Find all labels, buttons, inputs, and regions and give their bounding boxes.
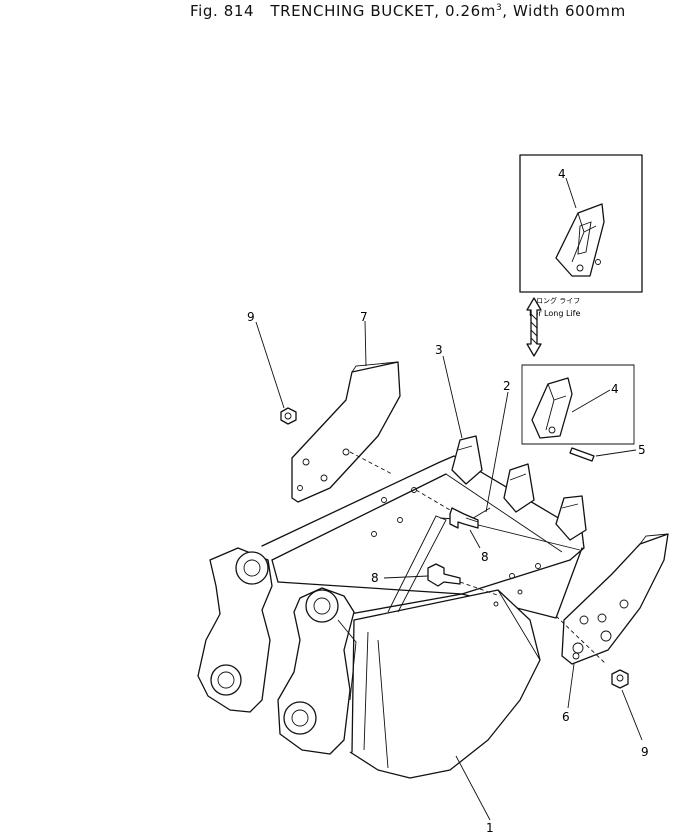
interchange-arrow [526,297,542,357]
tooth-box-frame [521,364,635,445]
figure-number: Fig. 814 [190,2,255,20]
unit-superscript: 3 [495,3,503,13]
inset-frame [519,154,643,293]
bolt-upper: 8 [415,489,489,564]
long-life-tooth-drawing [555,203,605,277]
inset-caption-jp: ロング ライフ [536,296,580,305]
side-cutter-right: 6 [555,533,669,724]
callout-6: 6 [562,710,570,724]
leader-line [571,389,611,413]
long-life-inset: 4 ロング ライフ For Long Life [519,154,643,318]
nut-left: 9 [247,310,297,425]
callout-9-left: 9 [247,310,255,324]
nut-right: 9 [611,669,649,759]
callout-3: 3 [435,343,443,357]
leader-line [565,177,577,209]
figure-title: Fig. 814 TRENCHING BUCKET, 0.26m3, Width… [190,2,626,20]
bucket-body [261,435,587,779]
standard-tooth-box: 4 5 [521,364,646,462]
mounting-brackets [197,547,357,755]
callout-5: 5 [638,443,646,457]
callout-1: 1 [486,821,494,833]
side-cutter-left: 7 [291,310,401,503]
callout-7: 7 [360,310,368,324]
inset-caption-en: For Long Life [529,309,580,318]
bolt-lower: 8 8 [371,563,501,597]
callout-2: 2 [503,379,511,393]
figure-width: , Width 600mm [502,2,626,20]
adapter-middle [503,463,535,513]
callout-9-right: 9 [641,745,649,759]
figure-name: TRENCHING BUCKET, 0.26m [270,2,496,20]
callout-8-left: 8 [371,571,379,585]
adapter-right [555,495,587,541]
pin-part-5 [569,447,595,462]
adapter-3 [451,435,483,485]
callout-4: 4 [611,382,619,396]
callout-4-inset: 4 [558,167,566,181]
callout-8-upper: 8 [481,550,489,564]
